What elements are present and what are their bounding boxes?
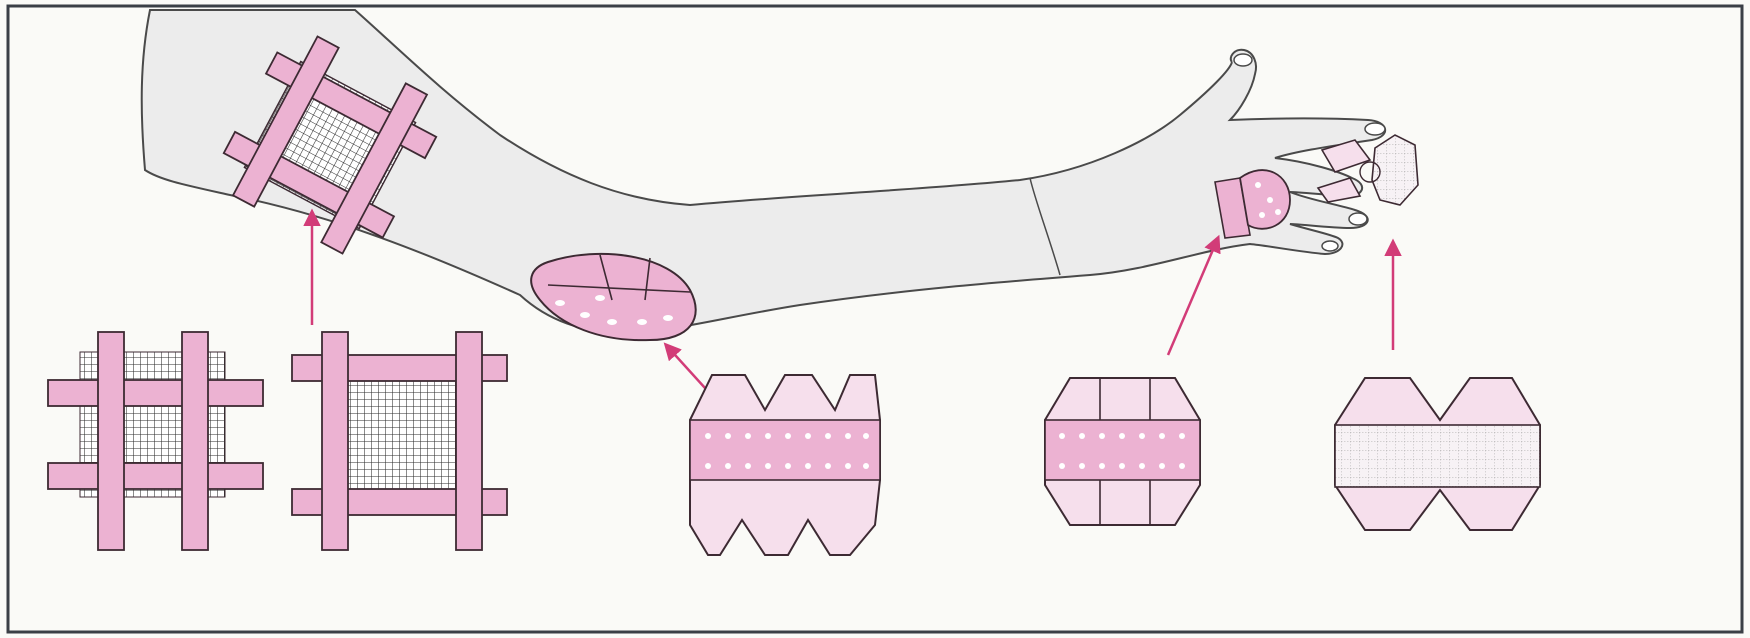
knuckle-bandage-flat: [1045, 378, 1200, 525]
gauze-pad-step2: [292, 332, 507, 550]
gauze-pad-step1: [48, 332, 263, 550]
tape-strip: [98, 332, 124, 550]
tape-strip: [48, 463, 263, 489]
tape-strip: [182, 332, 208, 550]
elbow-bandage-flat: [690, 375, 880, 555]
fingernail: [1349, 213, 1367, 225]
thumbnail: [1234, 54, 1252, 66]
arrow-to-elbow: [666, 345, 705, 388]
fingertip-bandage-flat: [1335, 378, 1540, 530]
gauze-pad: [340, 380, 470, 490]
tape-strip: [48, 380, 263, 406]
tape-strip: [322, 332, 348, 550]
fingernail: [1322, 241, 1338, 251]
fingernail: [1365, 123, 1385, 135]
tape-strip: [456, 332, 482, 550]
